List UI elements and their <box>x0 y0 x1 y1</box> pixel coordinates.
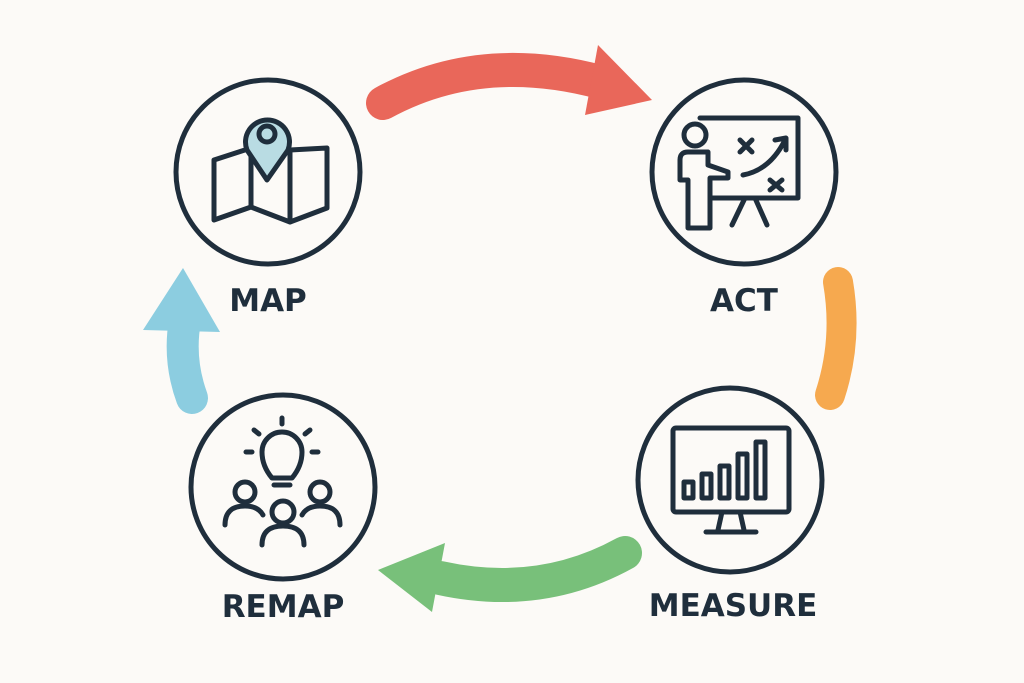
stage-act: ACT <box>649 77 839 319</box>
stage-remap: REMAP <box>188 392 378 625</box>
team-lightbulb-icon <box>222 415 343 548</box>
stage-label-map: MAP <box>229 283 307 319</box>
stage-label-act: ACT <box>710 283 778 319</box>
arrow-measure-to-remap <box>378 536 642 612</box>
stage-label-remap: REMAP <box>222 589 345 625</box>
presentation-strategy-icon <box>677 115 801 231</box>
map-pin-icon <box>211 117 330 225</box>
arrow-act-to-measure <box>815 267 857 410</box>
stage-measure: MEASURE <box>635 385 825 624</box>
stage-label-measure: MEASURE <box>649 588 818 624</box>
arrow-remap-to-map <box>143 268 220 414</box>
arrow-map-to-act <box>366 45 652 120</box>
stage-map: MAP <box>173 77 363 319</box>
monitor-bar-chart-icon <box>670 425 792 535</box>
